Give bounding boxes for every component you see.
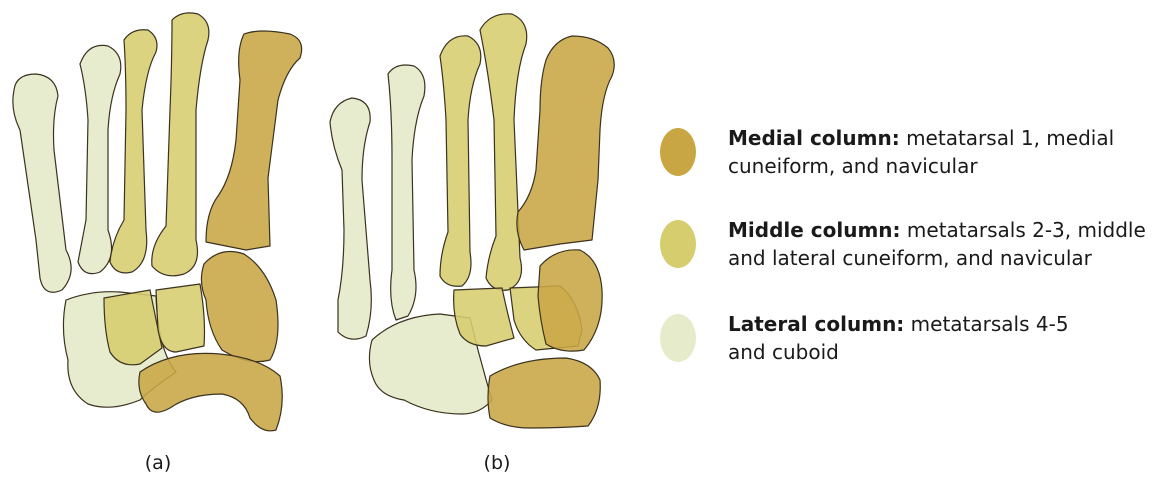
panel-a-metatarsal-5 (13, 74, 71, 292)
panel-b-metatarsal-3 (440, 36, 481, 286)
legend-item-lateral: Lateral column: metatarsals 4-5 and cubo… (660, 310, 1160, 366)
middle-column-title: Middle column: (728, 218, 901, 242)
panel-b-lateral-cuneiform (454, 288, 514, 346)
panel-a (13, 13, 302, 431)
legend-item-middle: Middle column: metatarsals 2-3, middle a… (660, 216, 1160, 272)
panel-b-metatarsal-5 (330, 98, 371, 339)
middle-column-line1: metatarsals 2-3, middle (901, 218, 1146, 242)
panel-b-caption: (b) (467, 452, 527, 474)
foot-bone-diagram (0, 0, 640, 494)
panel-b-metatarsal-4 (388, 65, 425, 320)
panel-a-medial-cuneiform (201, 252, 278, 362)
panel-a-metatarsal-1 (206, 31, 302, 250)
medial-column-line1: metatarsal 1, medial (900, 126, 1114, 150)
panel-b-medial-cuneiform (538, 250, 602, 351)
panel-b-navicular (488, 358, 600, 428)
lateral-column-swatch (660, 314, 696, 362)
medial-column-swatch (660, 128, 696, 176)
panel-a-metatarsal-2 (152, 13, 209, 276)
middle-column-description: Middle column: metatarsals 2-3, middle a… (728, 216, 1146, 272)
middle-column-line2: and lateral cuneiform, and navicular (728, 246, 1092, 270)
medial-column-description: Medial column: metatarsal 1, medial cune… (728, 124, 1114, 180)
lateral-column-line2: and cuboid (728, 340, 839, 364)
legend-item-medial: Medial column: metatarsal 1, medial cune… (660, 124, 1160, 180)
lateral-column-description: Lateral column: metatarsals 4-5 and cubo… (728, 310, 1069, 366)
lateral-column-title: Lateral column: (728, 312, 904, 336)
panel-b-metatarsal-1 (517, 36, 614, 250)
panel-a-middle-cuneiform (156, 284, 205, 352)
panel-b (330, 14, 614, 428)
medial-column-line2: cuneiform, and navicular (728, 154, 978, 178)
middle-column-swatch (660, 220, 696, 268)
panel-a-caption: (a) (128, 452, 188, 474)
medial-column-title: Medial column: (728, 126, 900, 150)
panel-a-navicular (139, 353, 282, 430)
panel-b-metatarsal-2 (480, 14, 527, 290)
lateral-column-line1: metatarsals 4-5 (904, 312, 1068, 336)
